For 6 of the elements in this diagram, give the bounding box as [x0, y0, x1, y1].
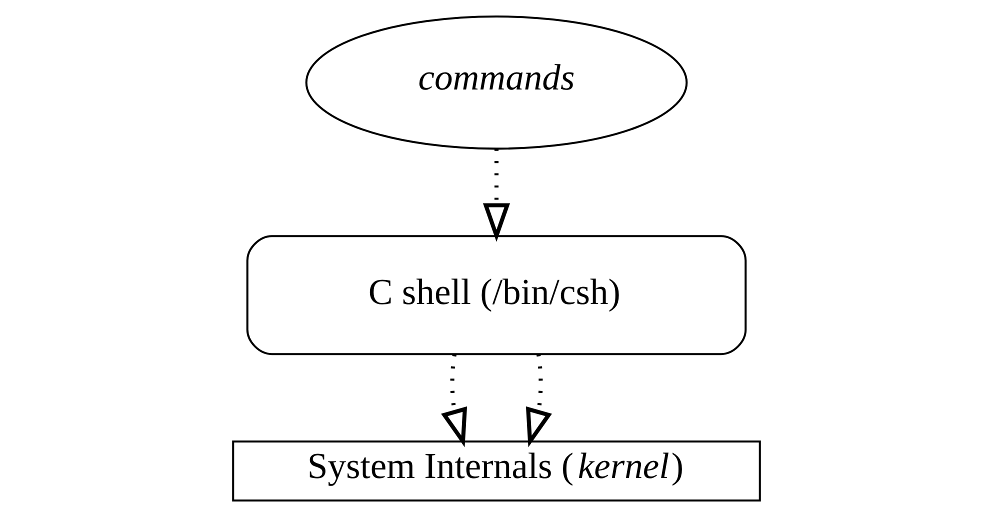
node-box: System Internals (kernel) [232, 440, 760, 502]
arrow [440, 354, 467, 448]
node-ellipse: commands [304, 15, 688, 150]
arrow [482, 148, 510, 242]
node-box: C shell (/bin/csh) [246, 235, 746, 356]
arrow [525, 354, 552, 448]
